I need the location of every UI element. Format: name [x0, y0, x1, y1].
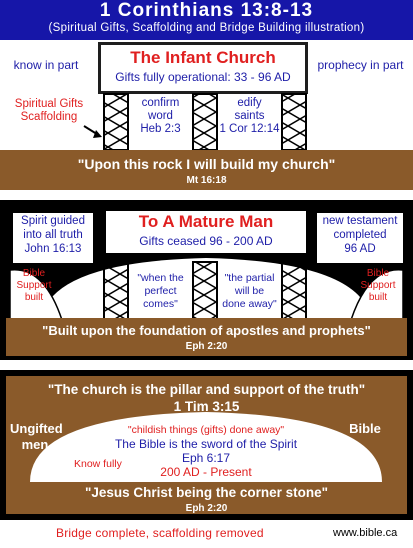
- bible-label: Bible: [349, 421, 381, 436]
- rock-ref: Mt 16:18: [186, 175, 227, 186]
- infant-church-title: The Infant Church: [130, 48, 276, 67]
- header-banner: [0, 0, 413, 40]
- scaffolding-label: Scaffolding: [20, 111, 78, 123]
- corner-stone-ref: Eph 2:20: [185, 503, 228, 514]
- childish-things-text: "childish things (gifts) done away": [127, 424, 285, 436]
- corner-stone-quote: "Jesus Christ being the corner stone": [84, 485, 329, 500]
- nt-completed-box: [314, 210, 406, 266]
- pillar-ref: 1 Tim 3:15: [173, 399, 240, 414]
- foundation-quote: "Built upon the foundation of apostles a…: [42, 323, 371, 338]
- mature-man-title: To A Mature Man: [138, 212, 274, 231]
- spirit-guided-box: [10, 210, 96, 266]
- ungifted-men-label: Ungifted men: [10, 421, 63, 452]
- infant-church-box: [98, 42, 308, 94]
- bible-support-right: Bible Support built: [360, 268, 396, 303]
- sword-spirit-text: The Bible is the sword of the Spirit: [114, 437, 298, 451]
- bible-support-left: Bible Support built: [16, 268, 52, 303]
- foundation-ref: Eph 2:20: [185, 341, 228, 352]
- when-perfect-comes-text: "when the perfect comes": [137, 272, 184, 310]
- present-era-text: 200 AD - Present: [160, 465, 252, 479]
- bridge-complete-caption: Bridge complete, scaffolding removed: [56, 526, 264, 540]
- nt-completed-text: new testament completed 96 AD: [322, 215, 398, 255]
- pillar-quote: "The church is the pillar and support of…: [47, 382, 366, 397]
- eph-ref-text: Eph 6:17: [181, 451, 231, 465]
- partial-done-away-text: "the partial will be done away": [222, 272, 277, 310]
- page-title: 1 Corinthians 13:8-13: [99, 0, 314, 21]
- foundation-ground: [6, 318, 407, 356]
- edify-saints-text: edify saints 1 Cor 12:14: [219, 97, 280, 135]
- prophecy-in-part-label: prophecy in part: [317, 58, 404, 72]
- page-subtitle: (Spiritual Gifts, Scaffolding and Bridge…: [48, 22, 365, 34]
- bible-support-arches: [9, 261, 404, 320]
- site-link[interactable]: www.bible.ca: [333, 527, 398, 539]
- confirm-word-text: confirm word Heb 2:3: [140, 97, 181, 135]
- mature-man-subtitle: Gifts ceased 96 - 200 AD: [139, 234, 273, 248]
- ground-rock: [0, 150, 413, 190]
- scaffold-drawing: [83, 93, 307, 151]
- spirit-guided-text: Spirit guided into all truth John 16:13: [21, 215, 85, 255]
- know-fully-label: Know fully: [74, 458, 122, 470]
- know-in-part-label: know in part: [13, 58, 79, 72]
- spiritual-gifts-label: Spiritual Gifts: [14, 98, 84, 110]
- infant-church-subtitle: Gifts fully operational: 33 - 96 AD: [115, 70, 291, 84]
- panel3-bridge: [6, 376, 407, 514]
- mature-man-box: [103, 208, 309, 256]
- rock-quote: "Upon this rock I will build my church": [77, 156, 336, 172]
